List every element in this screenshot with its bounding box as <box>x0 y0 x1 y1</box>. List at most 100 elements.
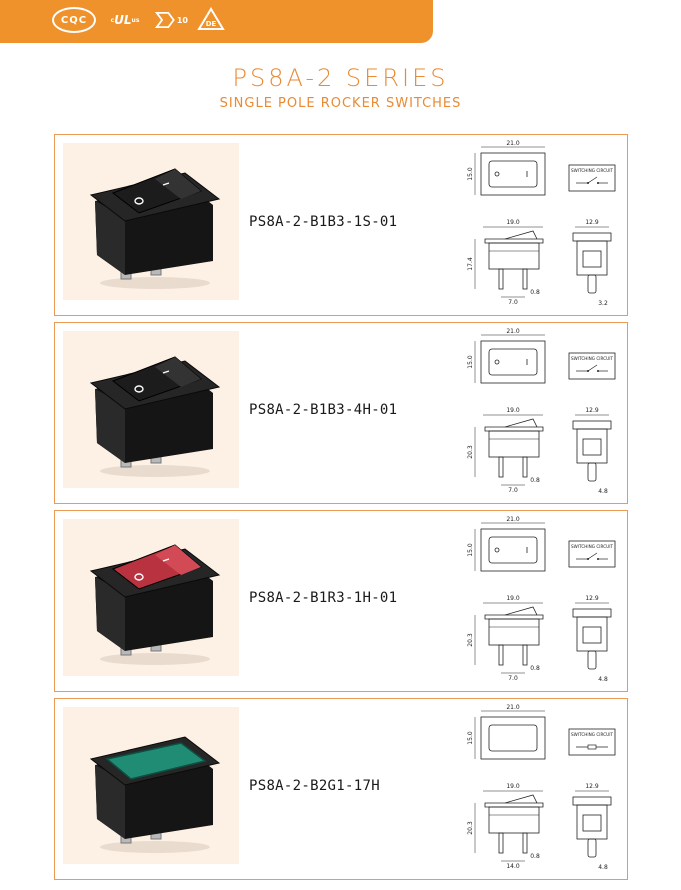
switch-contact <box>587 552 598 560</box>
dim-pitch: 7.0 <box>508 675 518 682</box>
side-body <box>576 240 608 276</box>
dim-body: 19.0 <box>506 783 520 790</box>
dim-height: 15.0 <box>467 167 474 181</box>
product-photo <box>63 143 239 300</box>
switch-side <box>95 577 125 651</box>
dim-term: 0.8 <box>530 665 540 672</box>
contact-dot <box>597 370 599 372</box>
dim-width: 21.0 <box>506 328 520 335</box>
svg-text:DE: DE <box>206 20 217 28</box>
rocker-highlight <box>155 357 201 387</box>
switch-image <box>63 707 239 864</box>
front-body <box>488 430 540 458</box>
front-bezel <box>484 426 544 432</box>
contact-dot <box>587 370 589 372</box>
top-view-outline <box>480 716 546 760</box>
switch-side <box>95 201 125 275</box>
circuit-label: SWITCHING CIRCUIT <box>571 732 613 737</box>
dim-height: 15.0 <box>467 355 474 369</box>
front-body <box>488 806 540 834</box>
dim-body: 19.0 <box>506 407 520 414</box>
dim-term: 0.8 <box>530 289 540 296</box>
top-view-rocker <box>488 160 538 188</box>
shadow <box>100 841 210 853</box>
dim-side: 12.9 <box>585 595 599 602</box>
dim-body: 19.0 <box>506 595 520 602</box>
dim-term: 0.8 <box>530 477 540 484</box>
top-view-rocker <box>488 348 538 376</box>
off-mark <box>134 197 144 205</box>
off-mark <box>134 385 144 393</box>
dim-term: 0.8 <box>530 853 540 860</box>
side-top <box>572 796 612 806</box>
front-rocker <box>504 418 538 428</box>
switch-image <box>63 331 239 488</box>
dim-body: 19.0 <box>506 219 520 226</box>
side-terminal <box>587 462 597 482</box>
dim-height: 15.0 <box>467 731 474 745</box>
side-top <box>572 420 612 430</box>
on-mark <box>162 370 170 374</box>
front-bezel <box>484 238 544 244</box>
dim-height: 15.0 <box>467 543 474 557</box>
ccc-logo: 10 <box>154 7 188 33</box>
dim-pitch: 7.0 <box>508 299 518 306</box>
side-body <box>576 616 608 652</box>
off-symbol <box>494 359 500 365</box>
top-view-rocker <box>488 536 538 564</box>
product-model: PS8A-2-B1B3-4H-01 <box>249 402 398 418</box>
rocker-highlight <box>155 169 201 199</box>
circuit-box <box>568 352 616 380</box>
page-subtitle: SINGLE POLE ROCKER SWITCHES <box>219 96 462 111</box>
circuit-box <box>568 728 616 756</box>
side-window <box>582 626 602 644</box>
switch-side <box>95 765 125 839</box>
off-symbol <box>494 171 500 177</box>
on-mark <box>162 182 170 186</box>
dim-side: 12.9 <box>585 783 599 790</box>
circuit-box <box>568 540 616 568</box>
product-photo <box>63 519 239 676</box>
product-model: PS8A-2-B1B3-1S-01 <box>249 214 398 230</box>
top-view-outline <box>480 340 546 384</box>
front-terminal <box>522 456 528 478</box>
contact-dot <box>597 182 599 184</box>
dim-depth: 20.3 <box>467 445 474 459</box>
front-terminal <box>522 644 528 666</box>
side-top <box>572 232 612 242</box>
dim-width: 21.0 <box>506 704 520 711</box>
circuit-label: SWITCHING CIRCUIT <box>571 168 613 173</box>
shadow <box>100 465 210 477</box>
switch-image <box>63 519 239 676</box>
on-mark <box>162 558 170 562</box>
switch-contact <box>587 176 598 184</box>
side-body <box>576 804 608 840</box>
front-rocker <box>504 794 538 804</box>
top-view-outline <box>480 528 546 572</box>
switch-contact <box>587 364 598 372</box>
circuit-box <box>568 164 616 192</box>
off-symbol <box>494 547 500 553</box>
circuit-label: SWITCHING CIRCUIT <box>571 356 613 361</box>
dim-side: 12.9 <box>585 407 599 414</box>
shadow <box>100 653 210 665</box>
side-terminal <box>587 274 597 294</box>
dim-side: 12.9 <box>585 219 599 226</box>
side-window <box>582 438 602 456</box>
side-terminal <box>587 650 597 670</box>
side-window <box>582 250 602 268</box>
switch-image <box>63 143 239 300</box>
indicator-lens <box>105 742 207 780</box>
front-terminal <box>522 832 528 854</box>
front-rocker <box>504 606 538 616</box>
front-terminal <box>498 644 504 666</box>
top-view-rocker <box>488 724 538 752</box>
dim-pitch: 14.0 <box>506 863 520 870</box>
contact-dot <box>587 558 589 560</box>
top-view-outline <box>480 152 546 196</box>
